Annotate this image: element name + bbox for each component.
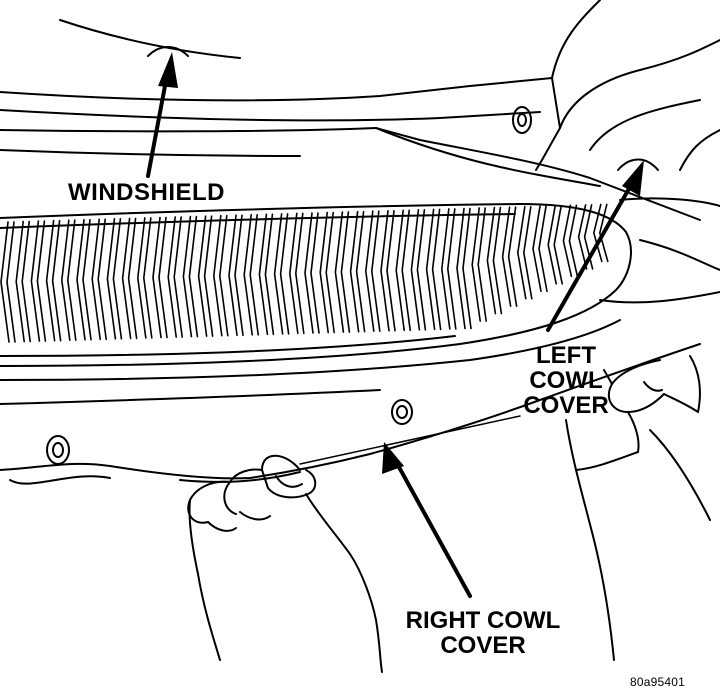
mounting-nut-upper [512, 106, 532, 134]
figure-id: 80a95401 [630, 675, 685, 689]
mounting-nut-center [391, 399, 413, 425]
right-cowl-cover-label-line-1: RIGHT COWL [405, 607, 561, 634]
left-cowl-cover-arrow [546, 158, 659, 332]
fender-outline [559, 39, 720, 304]
right-cowl-cover-arrow [382, 442, 472, 598]
right-cowl-cover-leader [299, 415, 521, 465]
windshield-outline [0, 0, 701, 221]
left-hand-drawing [187, 454, 383, 673]
cowl-grille [0, 203, 632, 367]
cowl-cover-panel [0, 319, 701, 485]
left-cowl-cover-label-line-2: COWL [529, 367, 603, 395]
right-hand-drawing [565, 355, 711, 661]
mounting-nut-left [46, 435, 70, 465]
windshield-arrow [146, 46, 189, 178]
left-cowl-cover-label-line-3: COVER [523, 392, 609, 420]
right-cowl-cover-label: RIGHT COWL COVER [388, 607, 578, 660]
left-cowl-cover-label: LEFT COWL COVER [510, 343, 622, 419]
right-cowl-cover-label-line-2: COVER [440, 632, 526, 660]
left-cowl-cover-label-line-1: LEFT [536, 342, 596, 369]
windshield-label: WINDSHIELD [68, 179, 225, 206]
